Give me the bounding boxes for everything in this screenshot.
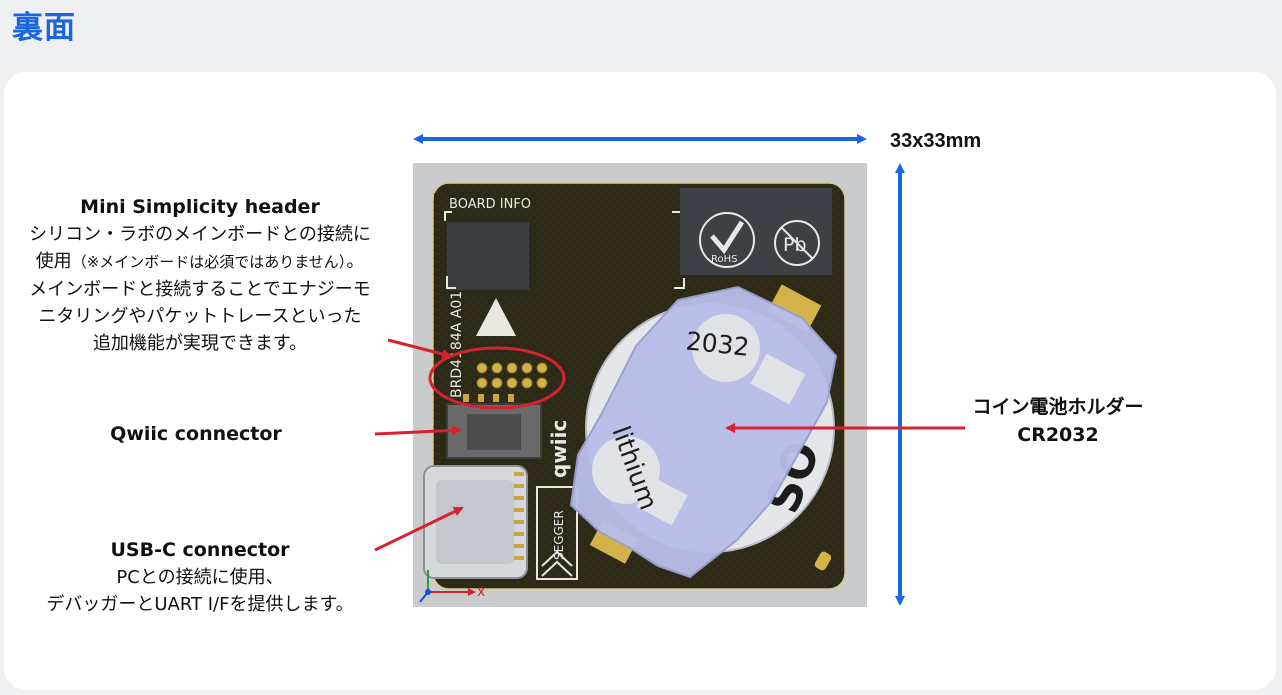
battery-holder: [569, 284, 838, 579]
board-info-corner-br: [674, 278, 685, 289]
segger-logo: [536, 486, 578, 580]
usbc-callout-line2: デバッガーとUART I/Fを提供します。: [46, 594, 354, 615]
header-callout: Mini Simplicity header シリコン・ラボのメインボードとの接…: [4, 193, 396, 357]
qwiic-connector-body: [467, 414, 521, 450]
usbc-callout: USB-C connector PCとの接続に使用、 デバッガーとUART I/…: [4, 536, 396, 618]
usb-c-connector-inner: [436, 480, 514, 564]
qwiic-callout-title: Qwiic connector: [110, 423, 282, 445]
axis-x-label: x: [477, 584, 485, 600]
header-callout-line1: シリコン・ラボのメインボードとの接続に: [29, 224, 371, 245]
pb-free-slash-icon: [780, 226, 814, 260]
battery-callout-line2: CR2032: [1017, 424, 1099, 446]
compliance-area: [680, 188, 832, 275]
header-callout-line2-note: （※メインボードは必須ではありません）: [71, 253, 347, 271]
silk-qwiic: qwiic: [547, 420, 571, 478]
header-callout-line4: ニタリングやパケットトレースといった: [38, 306, 362, 327]
silk-rohs: RoHS: [711, 254, 737, 265]
header-highlight-ring: [428, 346, 566, 410]
silk-segger: SEGGER: [552, 510, 566, 560]
segger-chevron-icon: [541, 550, 573, 577]
pb-free-icon: [774, 220, 820, 266]
usbc-callout-title: USB-C connector: [110, 539, 290, 561]
header-callout-title: Mini Simplicity header: [80, 196, 320, 218]
battery-callout: コイン電池ホルダー CR2032: [944, 393, 1172, 449]
header-callout-line2-c: 。: [346, 251, 365, 272]
axis-indicator: [419, 570, 476, 603]
silk-part-number: BRD4184A A01: [449, 291, 465, 398]
usbc-callout-arrow: [374, 506, 464, 552]
header-callout-line5: 追加機能が実現できます。: [92, 333, 308, 354]
silk-board-info: BOARD INFO: [449, 197, 531, 212]
rohs-check-icon: [710, 220, 745, 255]
header-callout-line3: メインボードと接続することでエナジーモ: [29, 279, 371, 300]
page-title: 裏面: [12, 10, 76, 46]
esd-warning-icon: [476, 298, 516, 336]
mini-simplicity-header: [476, 362, 548, 389]
header-callout-line2-a: 使用: [35, 251, 72, 272]
board-info-corner-bl: [446, 276, 456, 289]
usb-c-side-pins: [514, 472, 524, 560]
battery-callout-line1: コイン電池ホルダー: [972, 396, 1144, 418]
qwiic-callout: Qwiic connector: [60, 420, 332, 448]
board-info-corner-tl: [444, 211, 452, 221]
dimension-label: 33x33mm: [890, 130, 981, 152]
usbc-callout-line1: PCとの接続に使用、: [116, 567, 284, 588]
rohs-icon: [699, 212, 755, 268]
board-info-area: [447, 222, 529, 290]
small-test-pad: [814, 551, 832, 571]
battery-text-top: 2032: [684, 326, 750, 361]
header-callout-line2: 使用（※メインボードは必須ではありません）。: [4, 248, 396, 276]
header-small-pads: [463, 394, 514, 402]
header-callout-arrow: [387, 338, 452, 359]
qwiic-callout-arrow: [374, 425, 462, 436]
silk-pb: Pb: [783, 234, 807, 256]
